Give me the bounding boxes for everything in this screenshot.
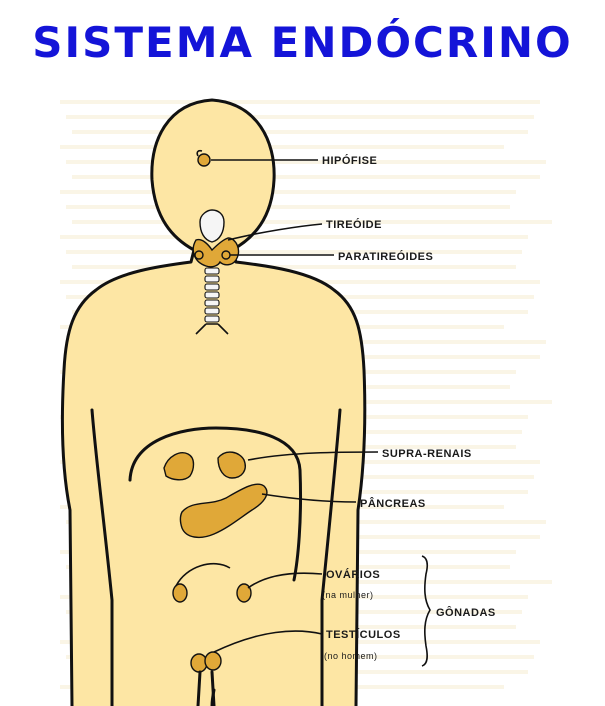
ovary-left — [173, 584, 187, 602]
label-supra-renais: SUPRA-RENAIS — [382, 448, 472, 460]
label-pancreas: PÂNCREAS — [360, 497, 426, 510]
label-testiculos-note: (no homem) — [324, 651, 378, 661]
label-ovarios: OVÁRIOS — [326, 568, 380, 581]
label-hipofise: HIPÓFISE — [322, 154, 377, 167]
label-paratireoides: PARATIREÓIDES — [338, 250, 433, 263]
parathyroid-gland — [195, 251, 203, 259]
parathyroid-gland — [222, 251, 230, 259]
testicle-right — [205, 652, 221, 670]
label-ovarios-note: (na mulher) — [322, 590, 374, 600]
label-tireoide: TIREÓIDE — [326, 218, 382, 231]
label-gonadas: GÔNADAS — [436, 606, 496, 619]
label-testiculos: TESTÍCULOS — [326, 628, 401, 641]
